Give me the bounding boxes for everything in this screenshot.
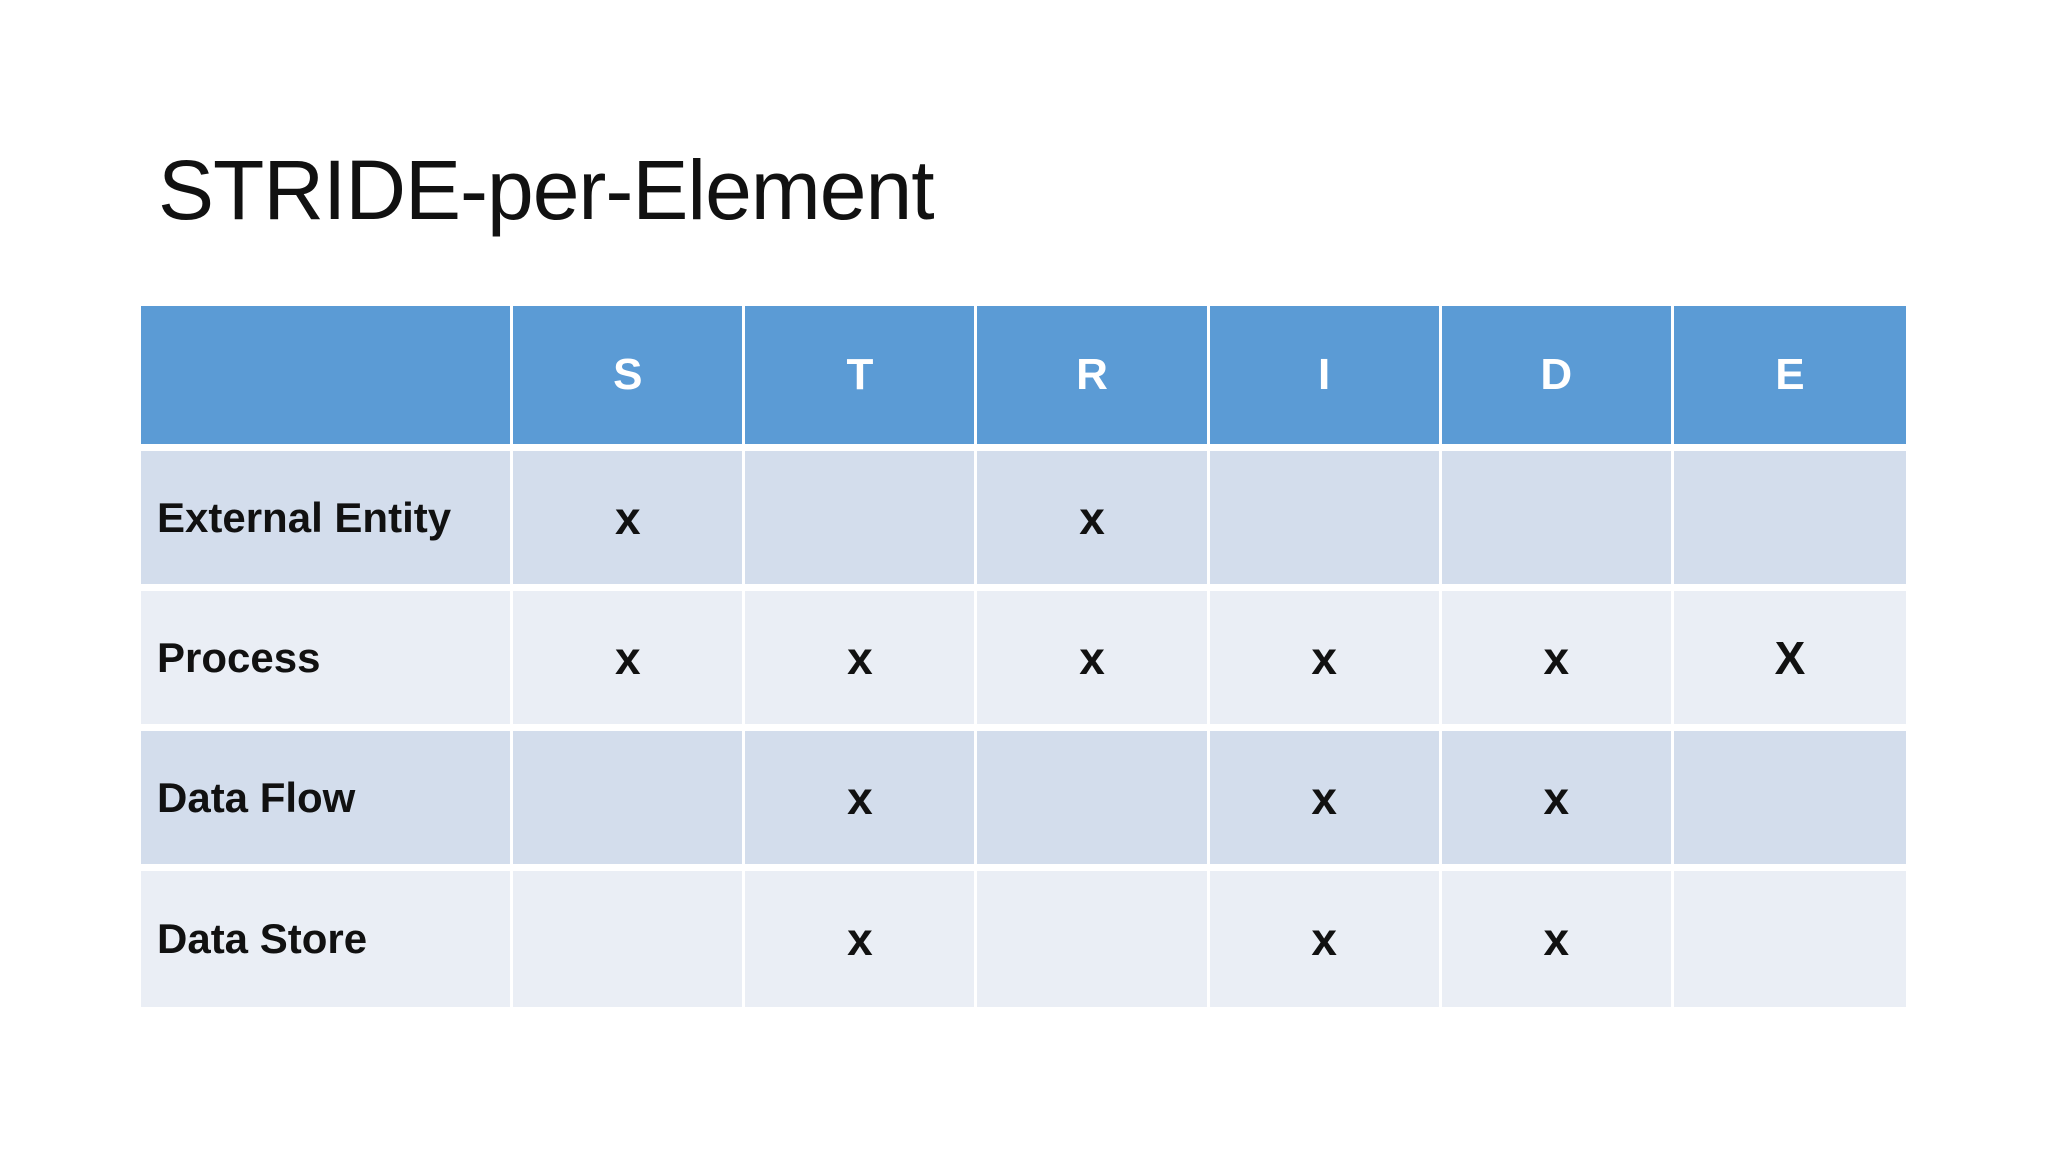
- column-header-s: S: [513, 306, 746, 451]
- mark-cell: [1673, 451, 1906, 591]
- table-row-data-flow: Data Flow x x x: [141, 731, 1906, 871]
- mark-cell: x: [1209, 731, 1442, 871]
- column-header-r: R: [977, 306, 1210, 451]
- column-header-t: T: [745, 306, 978, 451]
- mark-cell: x: [745, 591, 978, 731]
- mark-cell: x: [1441, 591, 1674, 731]
- mark-cell: [977, 731, 1210, 871]
- column-header-e: E: [1673, 306, 1906, 451]
- column-header-blank: [141, 306, 514, 451]
- table-row-data-store: Data Store x x x: [141, 871, 1906, 1007]
- mark-cell: x: [1209, 871, 1442, 1007]
- row-label: Data Flow: [141, 731, 514, 871]
- mark-cell: [1209, 451, 1442, 591]
- row-label: External Entity: [141, 451, 514, 591]
- column-header-d: D: [1441, 306, 1674, 451]
- mark-cell: x: [1209, 591, 1442, 731]
- column-header-i: I: [1209, 306, 1442, 451]
- mark-cell: [1441, 451, 1674, 591]
- mark-cell: x: [745, 731, 978, 871]
- mark-cell: X: [1673, 591, 1906, 731]
- mark-cell: [745, 451, 978, 591]
- mark-cell: x: [1441, 871, 1674, 1007]
- table-row-process: Process x x x x x X: [141, 591, 1906, 731]
- mark-cell: [977, 871, 1210, 1007]
- mark-cell: [513, 731, 746, 871]
- table-row-external-entity: External Entity x x: [141, 451, 1906, 591]
- mark-cell: x: [977, 591, 1210, 731]
- mark-cell: x: [513, 451, 746, 591]
- mark-cell: [513, 871, 746, 1007]
- mark-cell: [1673, 871, 1906, 1007]
- mark-cell: x: [513, 591, 746, 731]
- header-row: S T R I D E: [141, 306, 1906, 451]
- mark-cell: x: [1441, 731, 1674, 871]
- mark-cell: [1673, 731, 1906, 871]
- mark-cell: x: [977, 451, 1210, 591]
- slide-title: STRIDE-per-Element: [158, 143, 935, 237]
- row-label: Data Store: [141, 871, 514, 1007]
- mark-cell: x: [745, 871, 978, 1007]
- stride-table: S T R I D E External Entity x x Process …: [141, 306, 1906, 1007]
- row-label: Process: [141, 591, 514, 731]
